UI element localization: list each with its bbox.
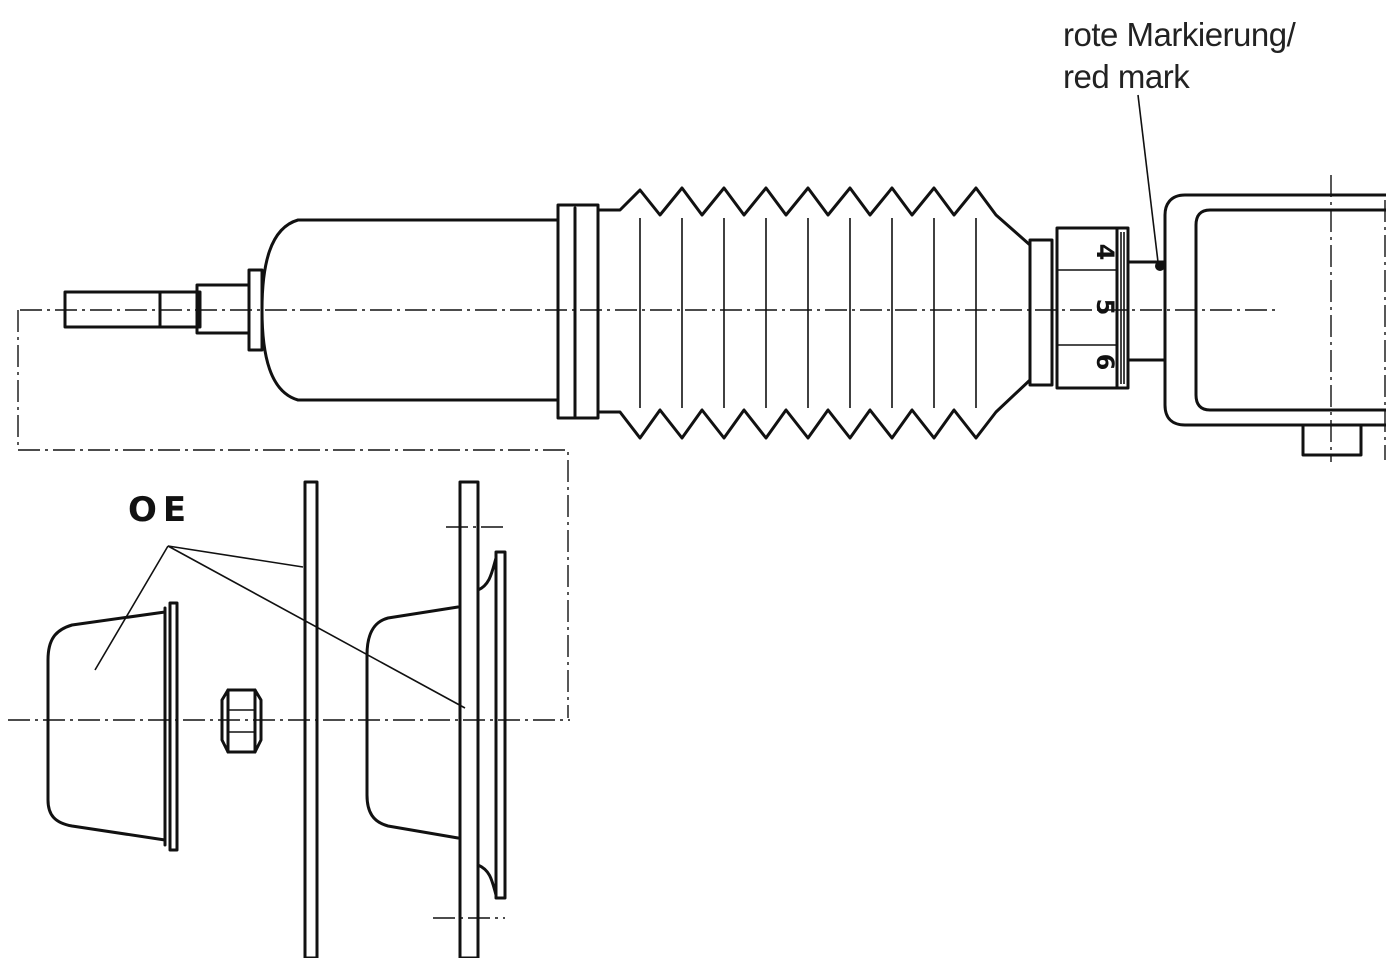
center-lines <box>8 175 1386 919</box>
callout-leader-line <box>1137 94 1159 263</box>
lower-eye-mount <box>1163 193 1386 457</box>
oe-leader-lines <box>94 545 466 709</box>
damper-cylinder <box>260 203 600 420</box>
callout-line-german: rote Markierung/ <box>1063 16 1296 53</box>
bellows-boot <box>596 186 1054 440</box>
red-mark-callout: rote Markierung/ red mark <box>1063 14 1296 98</box>
exploded-mount-parts <box>46 480 507 958</box>
piston-rod <box>63 268 264 352</box>
dial-number-4: 4 <box>1091 244 1119 261</box>
dial-number-6: 6 <box>1091 354 1119 371</box>
oe-label: OE <box>128 490 193 530</box>
callout-line-english: red mark <box>1063 58 1190 95</box>
red-mark-dot <box>1155 261 1165 271</box>
right-mount-cup <box>365 605 460 840</box>
left-mount-cup <box>46 610 167 842</box>
washer-plate <box>303 480 319 958</box>
dial-number-5: 5 <box>1091 299 1119 316</box>
adjustment-dial: 4 5 6 <box>1055 226 1167 390</box>
nut <box>226 688 257 754</box>
